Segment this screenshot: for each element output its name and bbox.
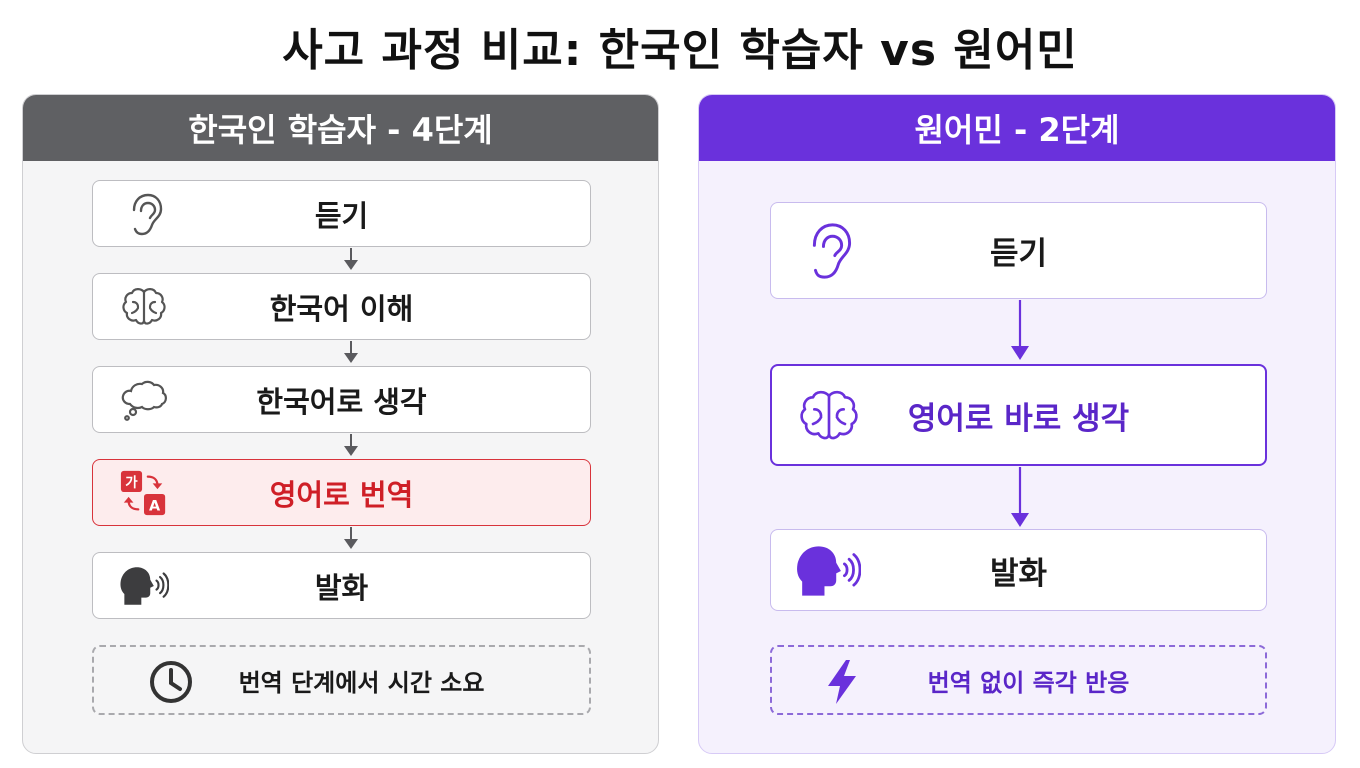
step-speak: 발화: [92, 552, 591, 619]
step-think-english-directly: 영어로 바로 생각: [770, 364, 1267, 466]
step-think-korean: 한국어로 생각: [92, 366, 591, 433]
step-label: 발화: [314, 570, 369, 605]
translate-icon: 가 A: [119, 468, 169, 518]
flow-arrow: [1011, 300, 1029, 360]
native-speaker-panel: 원어민 - 2단계 듣기 영어로 바로 생각: [698, 94, 1336, 754]
step-label: 발화: [989, 555, 1048, 592]
flow-arrow: [1011, 467, 1029, 527]
clock-icon: [146, 657, 196, 707]
step-label: 듣기: [314, 198, 369, 233]
step-label: 한국어로 생각: [256, 384, 427, 419]
thought-cloud-icon: [119, 375, 169, 425]
flow-arrow: [344, 527, 358, 549]
brain-icon: [119, 282, 169, 332]
page-title: 사고 과정 비교: 한국인 학습자 vs 원어민: [282, 25, 1078, 76]
instant-response-note: 번역 없이 즉각 반응: [770, 645, 1267, 715]
translate-icon-korean-glyph: 가: [125, 475, 138, 491]
step-label: 한국어 이해: [269, 291, 414, 326]
step-listen: 듣기: [92, 180, 591, 247]
korean-learner-panel: 한국인 학습자 - 4단계 듣기 한국어 이해: [22, 94, 659, 754]
step-label: 영어로 바로 생각: [907, 400, 1130, 437]
note-label: 번역 없이 즉각 반응: [927, 668, 1130, 697]
step-translate-english: 가 A 영어로 번역: [92, 459, 591, 526]
step-label: 영어로 번역: [269, 477, 414, 512]
flow-arrow: [344, 248, 358, 270]
brain-icon: [794, 381, 864, 451]
korean-learner-header: 한국인 학습자 - 4단계: [23, 95, 658, 161]
step-understand-korean: 한국어 이해: [92, 273, 591, 340]
lightning-icon: [820, 657, 864, 707]
flow-arrow: [344, 434, 358, 456]
time-cost-note: 번역 단계에서 시간 소요: [92, 645, 591, 715]
native-speaker-header: 원어민 - 2단계: [699, 95, 1335, 161]
speaking-head-icon: [793, 536, 863, 606]
ear-icon: [793, 216, 863, 286]
translate-icon-latin-glyph: A: [149, 498, 161, 514]
speaking-head-icon: [119, 561, 169, 611]
note-label: 번역 단계에서 시간 소요: [238, 668, 485, 697]
step-label: 듣기: [989, 236, 1048, 272]
ear-icon: [119, 189, 169, 239]
step-listen: 듣기: [770, 202, 1267, 299]
step-speak: 발화: [770, 529, 1267, 611]
flow-arrow: [344, 341, 358, 363]
